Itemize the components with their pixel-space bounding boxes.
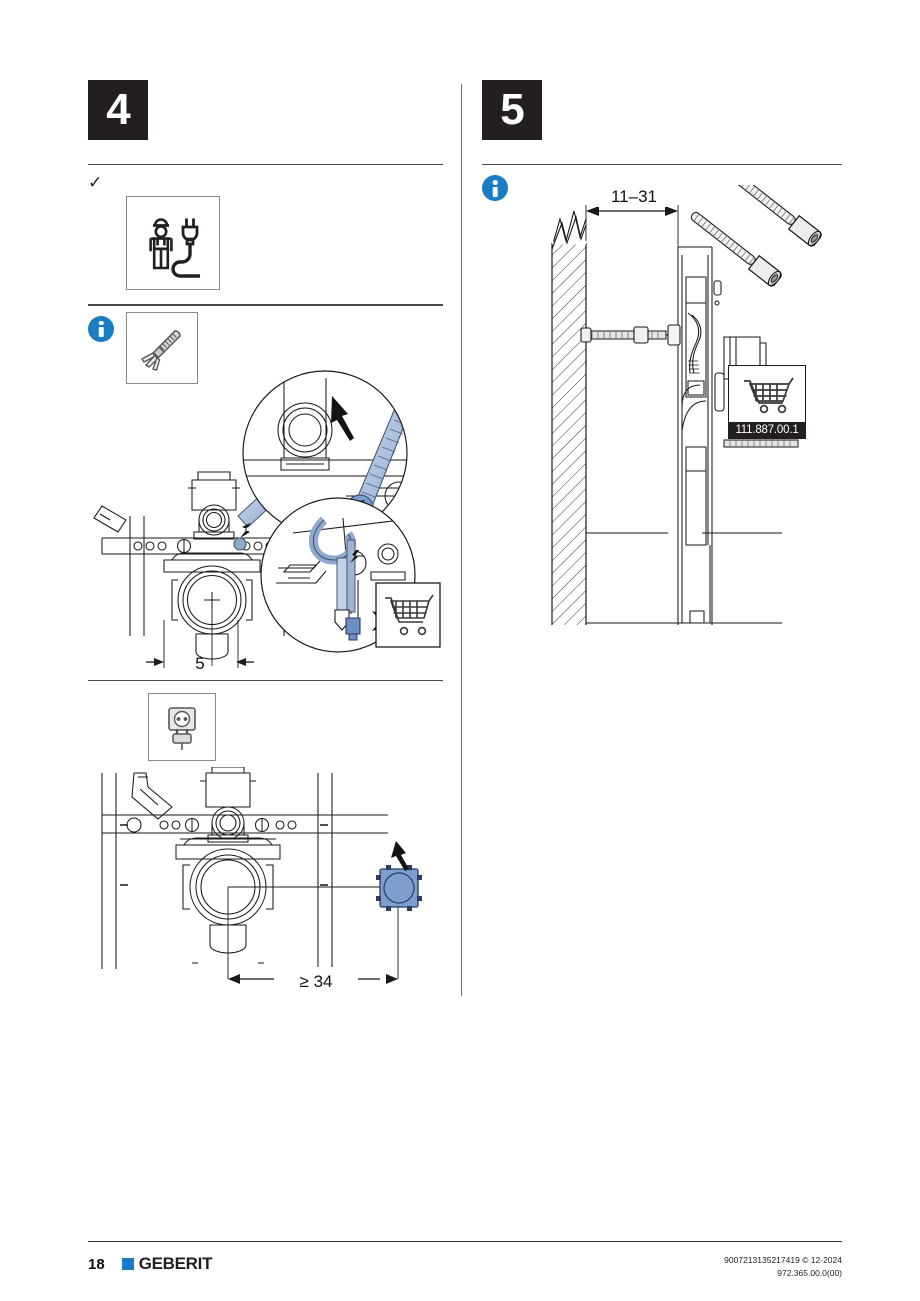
step-4-main-drawing: 5 (93, 370, 441, 673)
check-mark: ✓ (88, 173, 103, 194)
doc-code-2: 972.365.00.0(00) (777, 1267, 842, 1278)
page-footer: 18 GEBERIT 9007213135217419 © 12-2024 97… (88, 1240, 842, 1279)
cable-picto-wrap (126, 311, 198, 384)
step-4-number: 4 (106, 85, 131, 134)
dim-min-34-value: ≥ 34 (300, 972, 333, 991)
shopping-cart-icon (744, 377, 794, 414)
brand-name: GEBERIT (138, 1254, 213, 1274)
step-4-socket-block: ≥ 34 (88, 693, 443, 1012)
dim-5: 5 (146, 654, 254, 673)
page-number: 18 (88, 1255, 105, 1273)
doc-code-1: 9007213135217419 © 12-2024 (724, 1255, 842, 1266)
dim-5-value: 5 (195, 654, 204, 673)
part-number: 111.887.00.1 (728, 422, 806, 440)
electrician-plug-glyph (149, 218, 200, 279)
electrician-plug-icon (126, 196, 220, 291)
dim-min-34: ≥ 34 (228, 967, 398, 992)
section-divider (482, 164, 842, 166)
shopping-cart-badge: 111.887.00.1 (728, 365, 806, 440)
power-socket-glyph (168, 707, 196, 751)
step-5-number: 5 (500, 85, 525, 134)
prerequisite-block: ✓ (88, 173, 443, 291)
junction-box (376, 841, 422, 912)
step-5-badge: 5 (482, 80, 542, 140)
stripped-cable-glyph (140, 330, 181, 371)
info-icon (482, 175, 508, 202)
step-4-badge: 4 (88, 80, 148, 140)
geberit-logo: GEBERIT (121, 1254, 213, 1274)
stripped-cable-icon (126, 311, 198, 384)
footer-divider (88, 1240, 842, 1243)
step-4-detail-block: 5 (88, 311, 443, 678)
info-icon (88, 315, 114, 342)
step-4-column: 4 ✓ (88, 80, 443, 1012)
dim-11-31-value: 11–31 (611, 187, 657, 206)
section-divider (88, 679, 443, 682)
step-5-detail-block: 11–31 (482, 175, 842, 655)
section-divider (88, 304, 443, 306)
step-4-lower-drawing: ≥ 34 (101, 767, 422, 992)
step-5-column: 5 (482, 80, 842, 655)
column-divider (461, 84, 462, 996)
power-socket-icon (148, 693, 216, 762)
section-divider (88, 164, 443, 166)
threaded-rod-parts (690, 185, 822, 287)
step-5-main-drawing: 11–31 (551, 185, 822, 626)
dim-11-31: 11–31 (585, 185, 679, 326)
logo-square-icon (121, 1258, 134, 1271)
shopping-cart-badge (375, 582, 441, 648)
